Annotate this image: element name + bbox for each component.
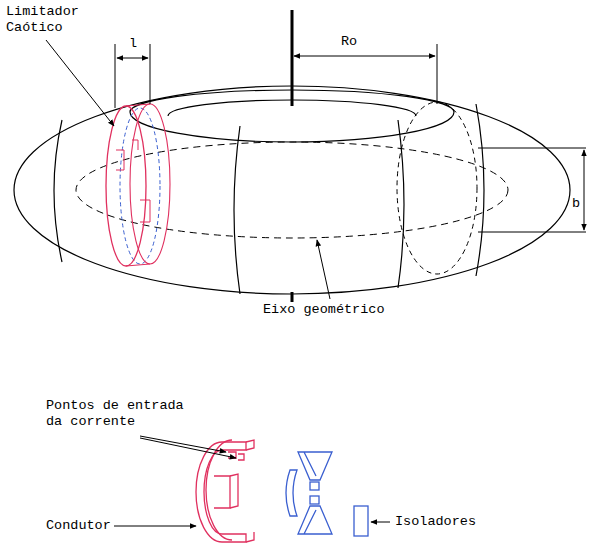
leader-line [317,240,330,299]
conductor-arm [222,442,246,542]
dimension-line [117,58,148,59]
leader-line [140,436,226,452]
part-label: Isoladores [394,514,477,530]
torus-hole-near-edge [130,112,454,142]
leader-line [46,40,114,126]
insulator-piece [286,470,297,516]
part-label: Limitador Caótico [5,4,87,36]
dimension-line [584,150,585,230]
poloidal-line [54,120,62,262]
torus-outline [14,86,570,294]
dimension-tick [478,148,586,232]
chaotic-limiter [106,104,170,266]
insulator-piece [298,452,332,480]
current-entry-point [228,452,244,460]
geometric-axis [76,142,508,238]
torus-outer-edge [14,86,570,294]
conductor-notch [214,476,230,508]
poloidal-line [398,120,404,288]
conductor-inner [204,450,222,534]
leader-line [140,438,236,458]
conductor-arm-edge [246,440,254,542]
conductor-notch-edge [230,474,238,508]
insulator-piece [310,496,319,504]
limiter-ring-back [130,104,170,264]
part-label: Condutor [45,518,112,534]
dimension-line [294,56,435,57]
dimension-label: l [128,36,138,52]
poloidal-line [234,126,240,294]
limiter-ring-front [106,106,146,266]
dimension-label: b [571,196,581,212]
leader-line [371,522,390,523]
limiter-conductor-detail [116,140,150,222]
limiter-edge [126,104,150,266]
part-label: Eixo geométrico [262,302,386,318]
part-label: Pontos de entrada da corrente [45,398,197,430]
conductor-back [206,440,232,540]
dimension-label: Ro [340,34,358,50]
insulators-exploded [286,452,368,536]
dimension-tick [115,44,150,108]
insulator-piece [298,506,332,534]
insulator-piece [354,506,368,536]
conductor-outer [196,442,222,542]
dimension-tick [437,44,438,104]
cross-section-hidden [397,102,477,274]
vertical-axis [291,10,294,314]
leader-line [114,526,196,527]
insulator-piece [310,482,319,490]
